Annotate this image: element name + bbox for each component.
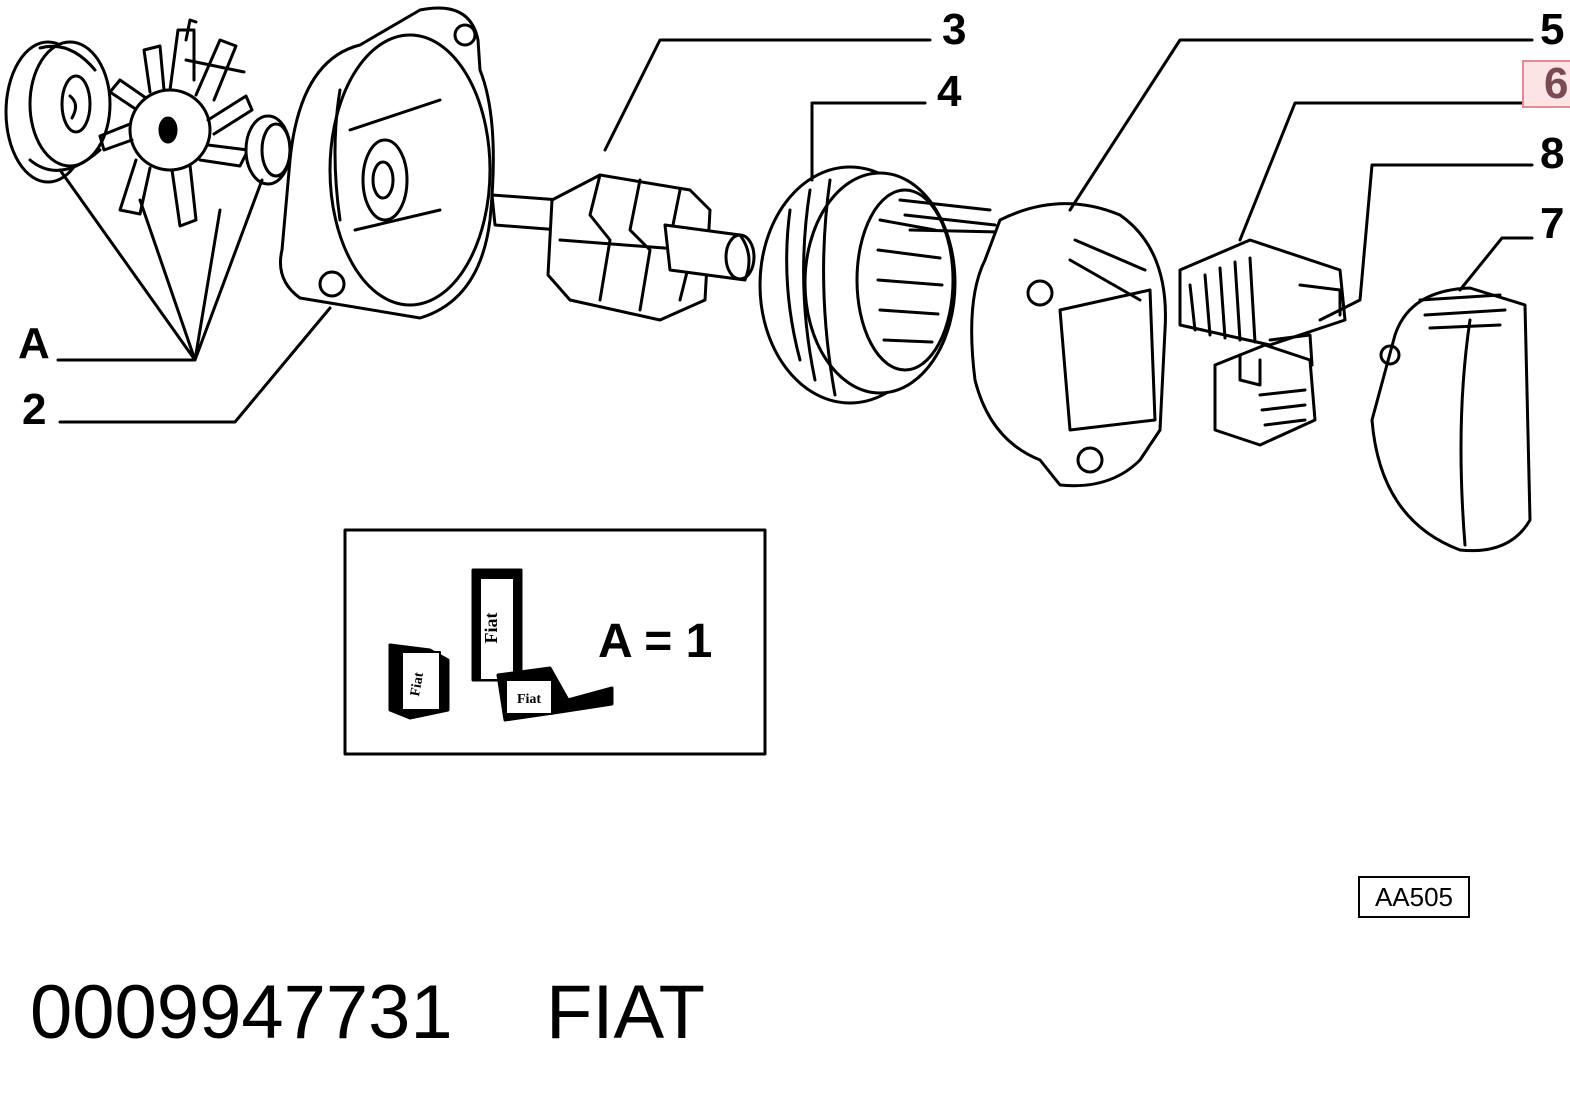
front-housing [279, 6, 495, 320]
inset-brand-can: Fiat [481, 613, 501, 644]
callout-2: 2 [22, 385, 47, 434]
reference-code: AA505 [1358, 876, 1470, 918]
callout-5: 5 [1540, 5, 1565, 54]
rectifier [1178, 238, 1347, 347]
inset-brand-box: Fiat [408, 671, 427, 698]
callout-8: 8 [1540, 129, 1565, 178]
brand-name: FIAT [546, 970, 706, 1055]
rear-cover [1370, 286, 1532, 553]
stator [758, 165, 1002, 405]
voltage-regulator [1213, 333, 1317, 447]
callout-3: 3 [942, 5, 967, 54]
rear-housing [970, 202, 1167, 488]
inset-brand-tube: Fiat [517, 692, 541, 707]
callout-4: 4 [937, 67, 962, 116]
inset-box [343, 528, 767, 756]
callout-7: 7 [1540, 199, 1565, 248]
part-number: 0009947731 [30, 970, 453, 1055]
callout-6-highlighted[interactable]: 6 [1522, 60, 1570, 108]
leader-lines [56, 38, 1534, 424]
spacer-ring [244, 114, 292, 186]
pulley [4, 40, 112, 184]
callout-a: A [18, 319, 50, 368]
rotor [490, 173, 756, 322]
fan [98, 18, 254, 228]
inset-formula: A = 1 [598, 615, 713, 668]
